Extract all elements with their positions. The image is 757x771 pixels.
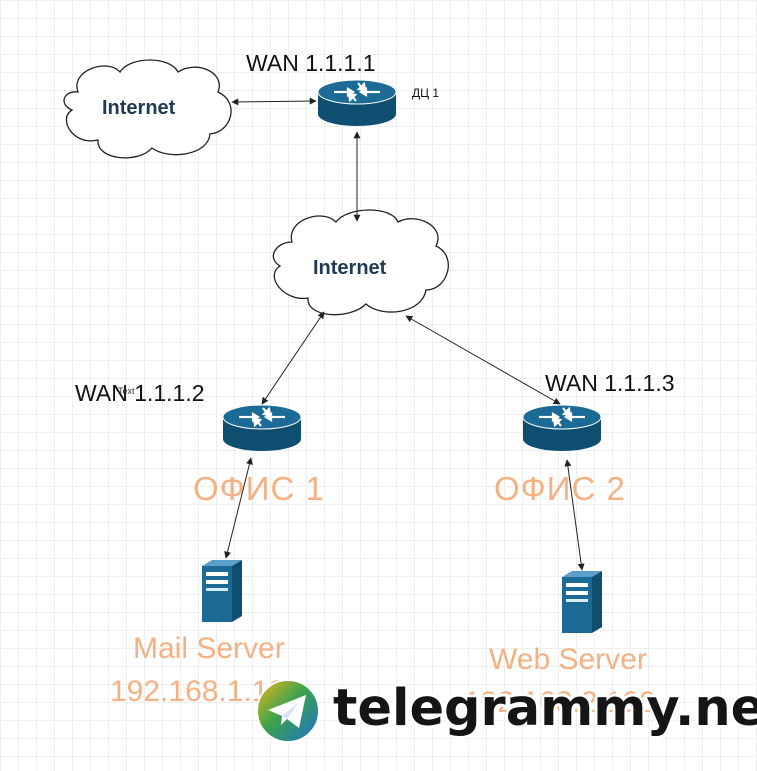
link-office1-mail — [224, 457, 253, 559]
link-office2-web — [564, 459, 585, 571]
dc1-wan-label: WAN 1.1.1.1 — [246, 50, 376, 76]
watermark: telegrammy.net — [255, 676, 757, 746]
router-office2[interactable] — [521, 403, 603, 453]
connectors — [224, 97, 585, 571]
link-cloud-office2 — [405, 315, 561, 405]
office2-label: ОФИС 2 — [494, 470, 626, 507]
mail-server-name: Mail Server — [133, 632, 285, 665]
router-office1[interactable] — [221, 403, 303, 453]
link-cloud-office1 — [261, 311, 325, 405]
office1-wan-label: WAN 1.1.1.2 — [75, 380, 205, 406]
router-dc1[interactable] — [316, 78, 398, 128]
mail-server[interactable] — [202, 560, 242, 622]
web-server-name: Web Server — [489, 643, 647, 676]
cloud-middle-label: Internet — [313, 257, 387, 279]
watermark-text: telegrammy.net — [333, 679, 757, 738]
telegram-logo-icon — [256, 679, 320, 743]
cloud-top-label: Internet — [102, 97, 176, 119]
cloud-internet-top[interactable] — [63, 59, 232, 159]
dc1-site-label: ДЦ 1 — [412, 86, 440, 100]
web-server-ip: 192.168.2.100 — [464, 686, 656, 719]
link-cloud-top-dc — [231, 97, 317, 106]
overlap-text-tag: Text — [118, 386, 135, 396]
office2-wan-label: WAN 1.1.1.3 — [545, 370, 675, 396]
office1-label: ОФИС 1 — [193, 470, 325, 507]
web-server[interactable] — [562, 571, 602, 633]
